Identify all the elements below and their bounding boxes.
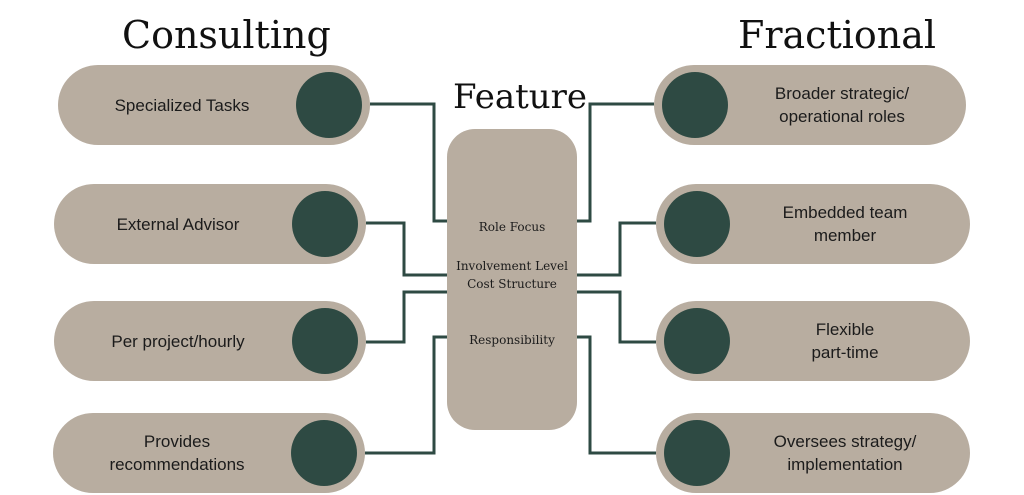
- circle-marker: [296, 72, 362, 138]
- circle-marker: [662, 72, 728, 138]
- circle-marker: [664, 420, 730, 486]
- feature-label: Cost Structure: [467, 277, 557, 291]
- feature-label: Involvement Level: [456, 259, 568, 273]
- pill-label: Embedded team member: [782, 203, 908, 245]
- connector-line: [577, 290, 656, 344]
- connector-line: [577, 221, 656, 277]
- pill-label: Broader strategic/ operational roles: [774, 84, 910, 126]
- feature-label: Responsibility: [469, 333, 555, 347]
- consulting-pill: External Advisor: [54, 184, 366, 264]
- pill-label: Flexible part-time: [811, 320, 879, 362]
- feature-label: Role Focus: [478, 220, 546, 234]
- connector-line: [370, 102, 447, 223]
- fractional-pill: Broader strategic/ operational roles: [654, 65, 966, 145]
- fractional-heading: Fractional: [738, 13, 937, 57]
- pill-label: Specialized Tasks: [114, 95, 250, 115]
- consulting-pill: Specialized Tasks: [58, 65, 370, 145]
- circle-marker: [664, 191, 730, 257]
- pill-label: Per project/hourly: [111, 331, 245, 351]
- connector-line: [577, 335, 656, 455]
- consulting-heading: Consulting: [122, 13, 331, 57]
- pill-label: Oversees strategy/ implementation: [773, 432, 917, 474]
- pill-label: External Advisor: [116, 214, 240, 234]
- connector-line: [366, 290, 447, 344]
- consulting-pill: Per project/hourly: [54, 301, 366, 381]
- circle-marker: [292, 191, 358, 257]
- circle-marker: [291, 420, 357, 486]
- fractional-pill: Oversees strategy/ implementation: [656, 413, 970, 493]
- circle-marker: [292, 308, 358, 374]
- feature-heading: Feature: [453, 77, 588, 117]
- connector-line: [366, 221, 447, 277]
- consulting-pill: Provides recommendations: [53, 413, 365, 493]
- connector-line: [365, 335, 447, 455]
- circle-marker: [664, 308, 730, 374]
- fractional-pill: Flexible part-time: [656, 301, 970, 381]
- pill-label: Provides recommendations: [109, 432, 245, 474]
- fractional-pill: Embedded team member: [656, 184, 970, 264]
- connector-line: [577, 102, 654, 223]
- feature-box: Role Focus Involvement Level Cost Struct…: [447, 129, 577, 430]
